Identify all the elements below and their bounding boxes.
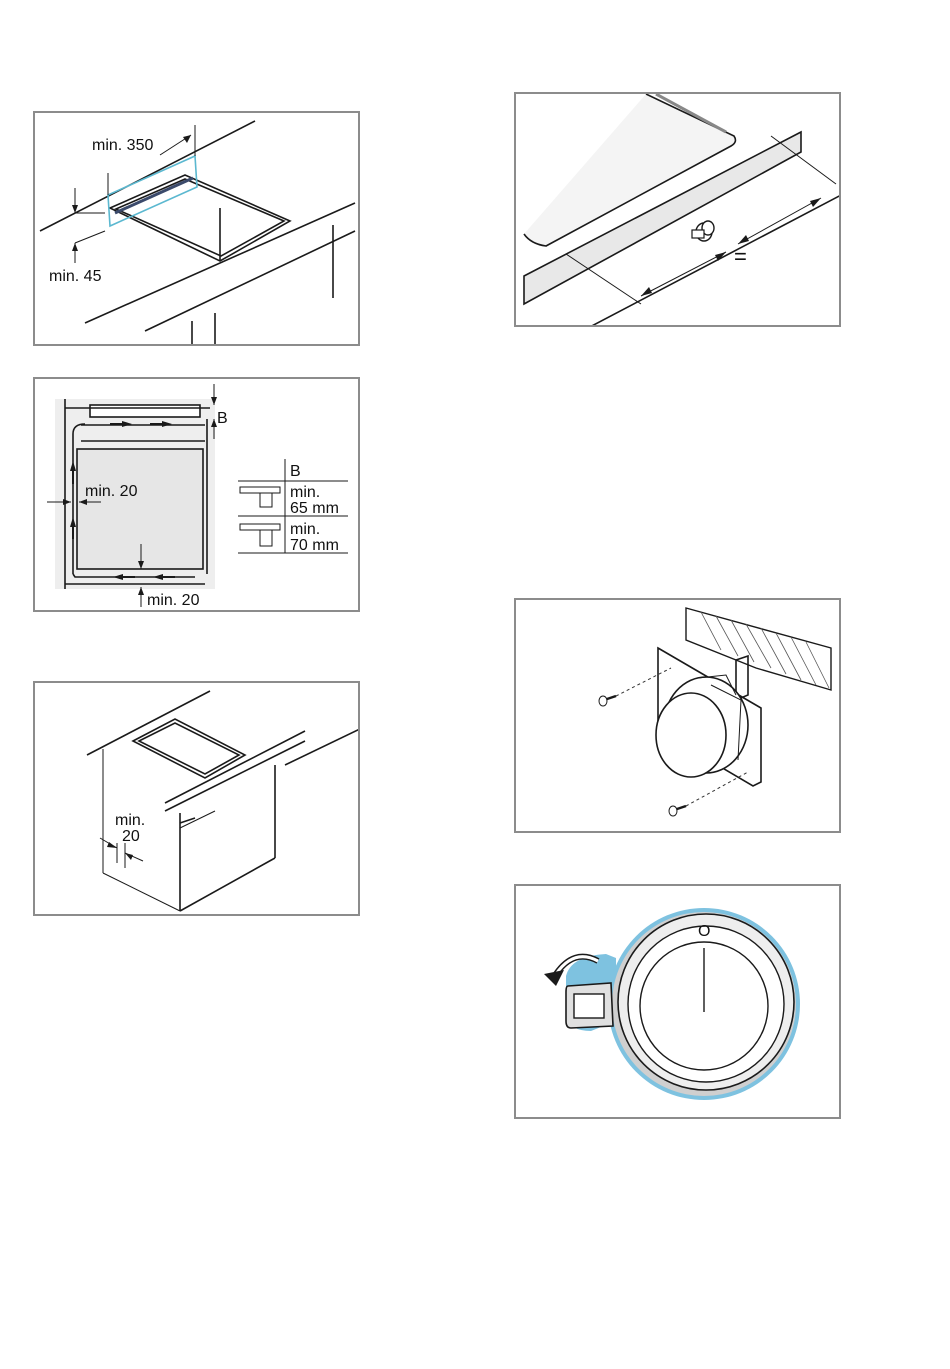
min-20-line1: min. — [115, 812, 145, 829]
equal-sign-label: = — [734, 244, 747, 269]
knob-spindle-icon — [692, 221, 714, 241]
figure-ventilation-gaps: min. 20 min. 20 B B min. 65 mm min. 70 m… — [33, 377, 360, 612]
table-row1-line2: 65 mm — [290, 500, 339, 517]
table-header-b: B — [290, 463, 301, 480]
min-45-label: min. 45 — [49, 268, 102, 285]
rotation-drawing: O — [516, 886, 841, 1119]
table-row2-line2: 70 mm — [290, 537, 339, 554]
table-row2-line1: min. — [290, 521, 320, 538]
ventilation-drawing: min. 20 min. 20 B B min. 65 mm min. 70 m… — [35, 379, 360, 612]
control-knob-icon — [656, 675, 748, 777]
figure-cutout-dimensions: min. 350 min. 45 — [33, 111, 360, 346]
min-20-line2: 20 — [122, 828, 140, 845]
gap-table: B min. 65 mm min. 70 mm — [238, 459, 348, 554]
bottom-gap-label: min. 20 — [147, 592, 200, 609]
knob-off-mark: O — [698, 923, 710, 940]
cabinet-drawing: min. 20 — [35, 683, 360, 916]
side-gap-label: min. 20 — [85, 483, 138, 500]
cutout-drawing: min. 350 min. 45 — [35, 113, 360, 346]
figure-knob-mounting — [514, 598, 841, 833]
centering-drawing: = — [516, 94, 841, 327]
gap-b-label: B — [217, 410, 228, 427]
mounting-drawing — [516, 600, 841, 833]
figure-knob-centering: = — [514, 92, 841, 327]
figure-knob-rotation: O — [514, 884, 841, 1119]
figure-cabinet-clearance: min. 20 — [33, 681, 360, 916]
min-350-label: min. 350 — [92, 137, 153, 154]
knob-clamp-icon — [566, 983, 613, 1028]
table-row1-line1: min. — [290, 484, 320, 501]
